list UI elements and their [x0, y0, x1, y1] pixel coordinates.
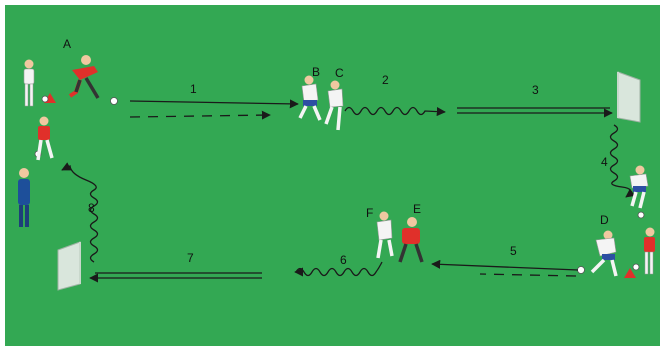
ball: [111, 98, 118, 105]
goal-right: [618, 72, 640, 122]
step-number-8: 8: [88, 202, 95, 214]
ball: [42, 96, 48, 102]
step-number-3: 3: [532, 84, 539, 96]
step-number-4: 4: [601, 156, 608, 168]
player-label-e: E: [413, 203, 421, 215]
goal-left: [58, 242, 80, 290]
step-number-6: 6: [340, 254, 347, 266]
ball: [578, 267, 585, 274]
player-label-d: D: [600, 214, 609, 226]
step-number-1: 1: [190, 83, 197, 95]
step-number-2: 2: [382, 74, 389, 86]
pitch-surface: [5, 5, 660, 346]
step-number-5: 5: [510, 245, 517, 257]
step-number-7: 7: [187, 252, 194, 264]
player-label-b: B: [312, 66, 320, 78]
player-label-c: C: [335, 67, 344, 79]
player-label-f: F: [366, 207, 373, 219]
player-label-a: A: [63, 38, 71, 50]
ball: [638, 212, 644, 218]
ball: [633, 264, 639, 270]
